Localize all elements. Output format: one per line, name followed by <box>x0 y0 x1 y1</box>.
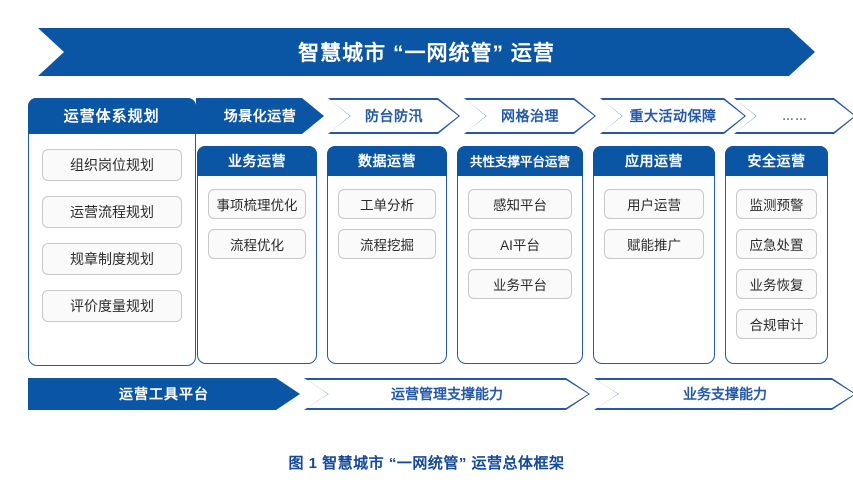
list-item[interactable]: 业务平台 <box>468 269 572 299</box>
bottom-chevron-2[interactable]: 业务支撑能力 <box>594 378 853 410</box>
figure-title-banner: 智慧城市 “一网统管” 运营 <box>38 28 815 76</box>
card-header: 应用运营 <box>592 145 716 176</box>
list-item[interactable]: 运营流程规划 <box>42 196 182 228</box>
card-security-operations: 安全运营 监测预警 应急处置 业务恢复 合规审计 <box>724 145 829 364</box>
bottom-chevron-1[interactable]: 运营管理支撑能力 <box>304 378 590 410</box>
list-item[interactable]: 流程挖掘 <box>338 229 436 259</box>
left-panel-body: 组织岗位规划 运营流程规划 规章制度规划 评价度量规划 <box>29 135 195 365</box>
scenario-lead-chevron[interactable]: 场景化运营 <box>196 98 324 134</box>
scenario-row: 场景化运营 防台防汛 网格治理 重大活动保障 …… <box>28 98 828 134</box>
scenario-chevron-3-label: 重大活动保障 <box>629 108 717 124</box>
scenario-chevron-4-label: …… <box>782 109 808 123</box>
card-body: 事项梳理优化 流程优化 <box>198 177 316 363</box>
figure-caption: 图 1 智慧城市 “一网统管” 运营总体框架 <box>288 455 565 472</box>
card-body: 工单分析 流程挖掘 <box>328 177 446 363</box>
operations-system-planning-panel: 运营体系规划 组织岗位规划 运营流程规划 规章制度规划 评价度量规划 <box>27 97 196 366</box>
bottom-lead-label: 运营工具平台 <box>119 386 209 402</box>
scenario-lead-label: 场景化运营 <box>223 108 297 124</box>
list-item[interactable]: 赋能推广 <box>604 229 704 259</box>
card-body: 感知平台 AI平台 业务平台 <box>458 177 582 363</box>
card-application-operations: 应用运营 用户运营 赋能推广 <box>592 145 716 364</box>
card-header: 数据运营 <box>326 145 448 176</box>
list-item[interactable]: AI平台 <box>468 229 572 259</box>
chevron-fill <box>602 100 745 133</box>
card-header: 共性支撑平台运营 <box>456 145 584 176</box>
chevron-fill <box>330 100 459 133</box>
bottom-chevron-1-label: 运营管理支撑能力 <box>391 386 503 402</box>
scenario-chevron-2-label: 网格治理 <box>501 108 559 124</box>
list-item[interactable]: 业务恢复 <box>736 269 817 299</box>
list-item[interactable]: 用户运营 <box>604 189 704 219</box>
card-data-operations: 数据运营 工单分析 流程挖掘 <box>326 145 448 364</box>
left-panel-header: 运营体系规划 <box>27 97 196 134</box>
list-item[interactable]: 组织岗位规划 <box>42 149 182 181</box>
card-business-operations: 业务运营 事项梳理优化 流程优化 <box>196 145 318 364</box>
list-item[interactable]: 评价度量规划 <box>42 290 182 322</box>
list-item[interactable]: 监测预警 <box>736 189 817 219</box>
card-header: 业务运营 <box>196 145 318 176</box>
chevron-fill <box>306 380 589 409</box>
card-body: 监测预警 应急处置 业务恢复 合规审计 <box>726 177 827 363</box>
bottom-lead-chevron[interactable]: 运营工具平台 <box>28 378 300 410</box>
list-item[interactable]: 应急处置 <box>736 229 817 259</box>
scenario-chevron-2[interactable]: 网格治理 <box>464 98 596 134</box>
chevron-fill <box>596 380 853 409</box>
list-item[interactable]: 工单分析 <box>338 189 436 219</box>
card-common-platform-operations: 共性支撑平台运营 感知平台 AI平台 业务平台 <box>456 145 584 364</box>
list-item[interactable]: 合规审计 <box>736 309 817 339</box>
card-body: 用户运营 赋能推广 <box>594 177 714 363</box>
bottom-chevron-2-label: 业务支撑能力 <box>683 386 767 402</box>
chevron-fill <box>466 100 595 133</box>
scenario-chevron-3[interactable]: 重大活动保障 <box>600 98 746 134</box>
scenario-chevron-1-label: 防台防汛 <box>365 108 423 124</box>
list-item[interactable]: 事项梳理优化 <box>208 189 306 219</box>
scenario-chevron-4[interactable]: …… <box>734 98 853 134</box>
scenario-chevron-1[interactable]: 防台防汛 <box>328 98 460 134</box>
list-item[interactable]: 规章制度规划 <box>42 243 182 275</box>
list-item[interactable]: 感知平台 <box>468 189 572 219</box>
list-item[interactable]: 流程优化 <box>208 229 306 259</box>
bottom-capability-row: 运营工具平台 运营管理支撑能力 业务支撑能力 <box>28 378 828 410</box>
card-header: 安全运营 <box>724 145 829 176</box>
